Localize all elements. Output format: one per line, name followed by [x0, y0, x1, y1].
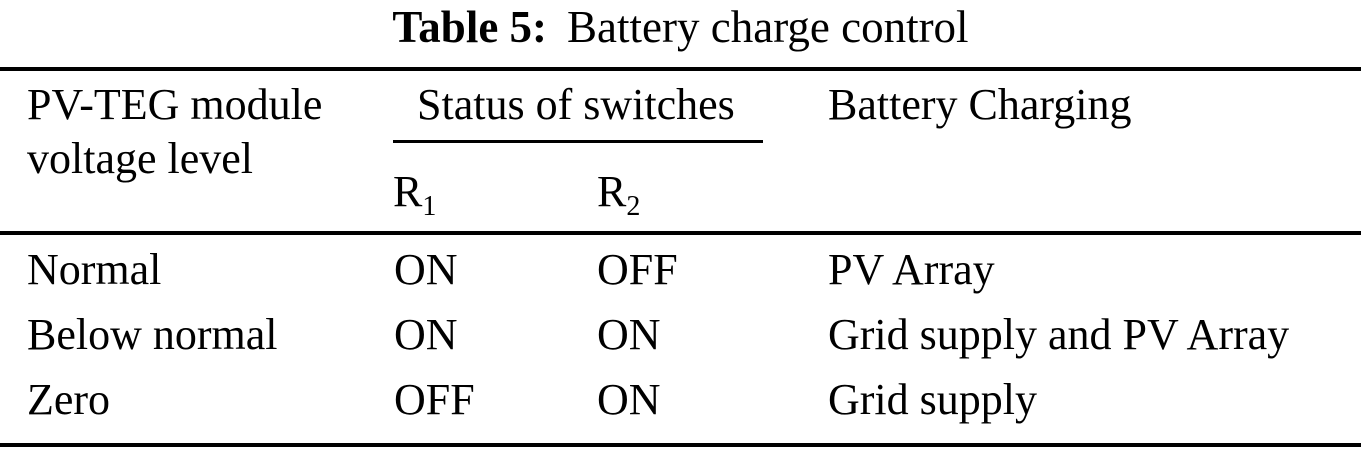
cell-voltage-level: Zero — [27, 375, 111, 424]
cell-battery-charging: PV Array — [828, 245, 995, 294]
header-voltage-level-line1: PV-TEG module — [27, 80, 323, 129]
cell-r1-status: OFF — [394, 375, 475, 424]
header-r2-subscript: 2 — [626, 191, 641, 222]
table-caption-label: Table 5: — [392, 2, 548, 52]
status-of-switches-underline — [393, 140, 763, 143]
cell-voltage-level: Below normal — [27, 310, 278, 359]
cell-r1-status: ON — [394, 245, 458, 294]
cell-voltage-level: Normal — [27, 245, 162, 294]
header-battery-charging: Battery Charging — [828, 80, 1132, 129]
cell-r2-status: OFF — [597, 245, 678, 294]
header-voltage-level-line2: voltage level — [27, 134, 254, 183]
header-body-divider-rule — [0, 231, 1361, 235]
header-switch-r2: R2 — [597, 165, 640, 234]
table-row-normal: Normal ON OFF PV Array — [0, 243, 1361, 297]
cell-battery-charging: Grid supply and PV Array — [828, 310, 1290, 359]
table-caption-text: Battery charge control — [567, 2, 969, 52]
table-row-below-normal: Below normal ON ON Grid supply and PV Ar… — [0, 308, 1361, 362]
cell-r2-status: ON — [597, 375, 661, 424]
header-voltage-level: PV-TEG module voltage level — [27, 78, 322, 186]
header-r2-base: R — [597, 167, 627, 216]
header-r1-base: R — [393, 167, 423, 216]
header-r1-subscript: 1 — [422, 191, 437, 222]
cell-r2-status: ON — [597, 310, 661, 359]
table-row-zero: Zero OFF ON Grid supply — [0, 373, 1361, 427]
table-top-rule — [0, 67, 1361, 71]
table-caption: Table 5: Battery charge control — [0, 0, 1361, 54]
header-switch-r1: R1 — [393, 165, 436, 234]
header-status-of-switches: Status of switches — [417, 80, 735, 129]
cell-battery-charging: Grid supply — [828, 375, 1037, 424]
table-bottom-rule — [0, 443, 1361, 447]
cell-r1-status: ON — [394, 310, 458, 359]
